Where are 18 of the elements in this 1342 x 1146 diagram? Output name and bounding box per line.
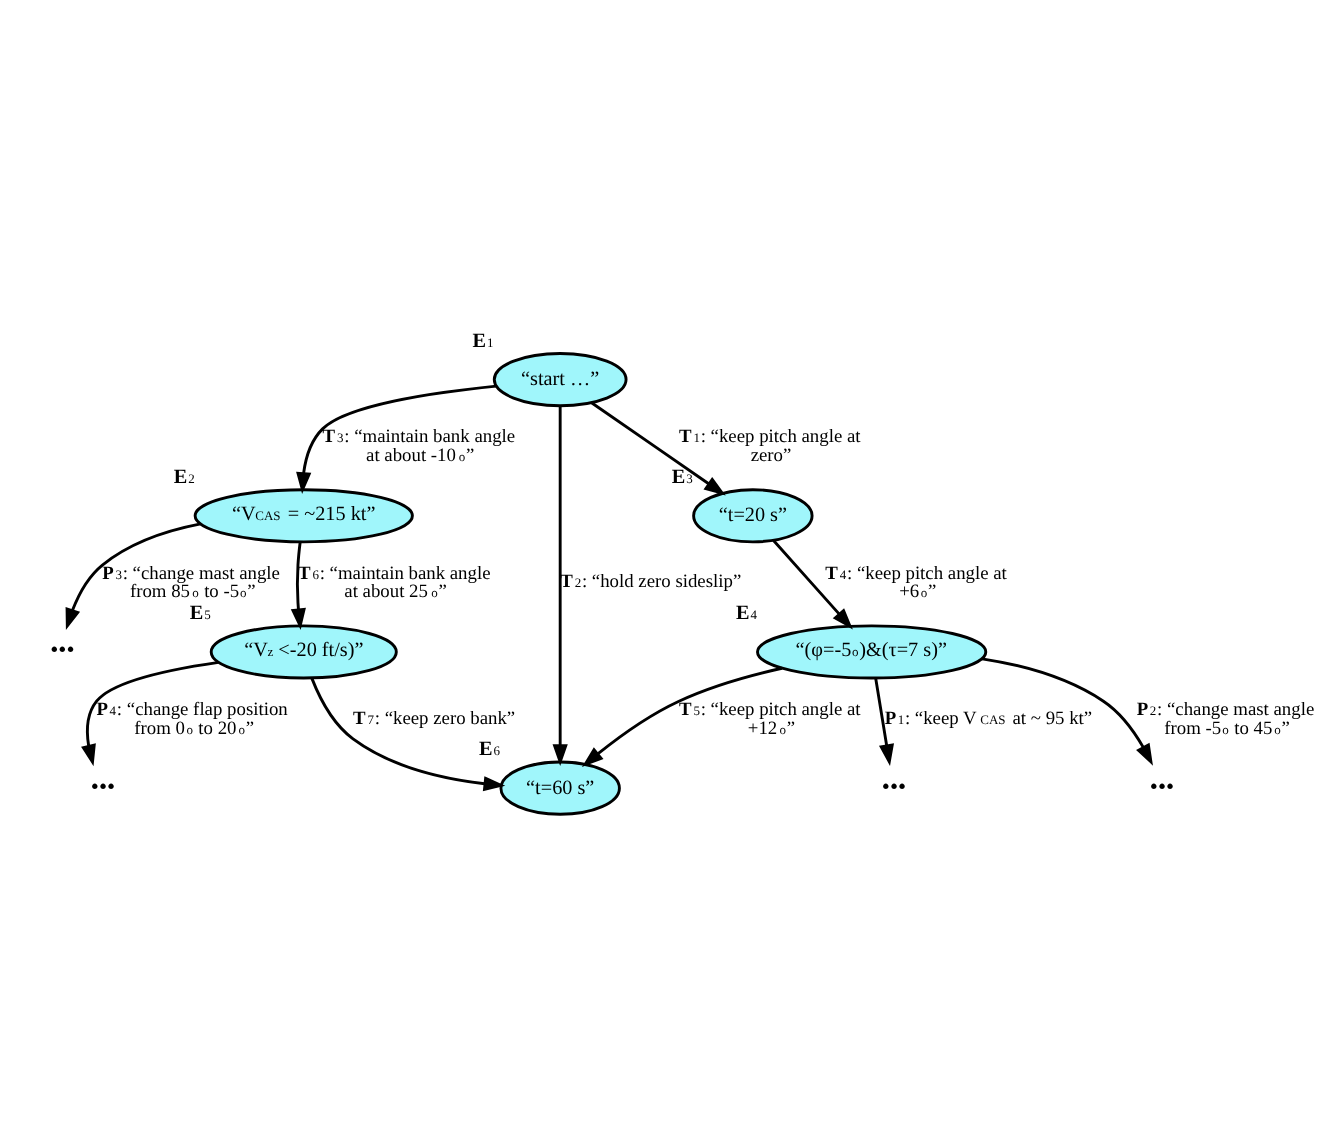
arrow (581, 666, 783, 768)
arrow (552, 405, 568, 767)
arrow (981, 657, 1153, 766)
arrow (290, 541, 306, 631)
node-text: ••• (90, 773, 116, 800)
arrow (772, 539, 853, 630)
node-ellipse: “start …” (492, 352, 628, 408)
arrow (296, 384, 497, 494)
arrow (81, 660, 219, 767)
node-text: ••• (50, 637, 75, 664)
arrow (590, 401, 726, 496)
arrow (310, 677, 506, 792)
node-text: ••• (881, 773, 907, 800)
arrow (65, 522, 201, 630)
node-ellipse: “t=20 s” (692, 488, 814, 544)
arrow (874, 678, 895, 767)
node-text: ••• (1149, 773, 1175, 800)
node-ellipse: “t=60 s” (499, 760, 621, 816)
